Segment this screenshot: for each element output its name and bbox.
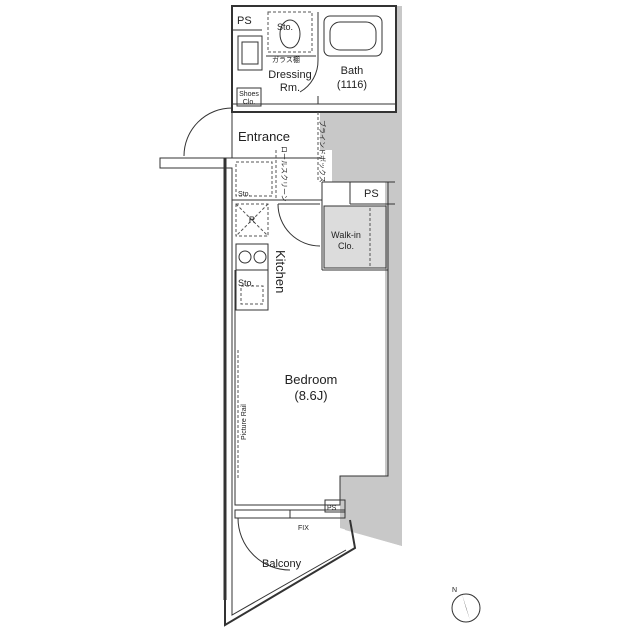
compass-circle — [451, 593, 481, 623]
storage-left — [235, 161, 273, 197]
bathtub-inner — [329, 21, 377, 51]
entrance-door-swing — [183, 107, 233, 157]
bathtub — [323, 15, 383, 57]
label-shoes-1: Shoes — [239, 91, 259, 98]
sink — [240, 285, 264, 305]
shaded-column-left — [320, 112, 395, 182]
label-dressing-2: Rm. — [280, 82, 300, 94]
label-balcony: Balcony — [262, 558, 302, 570]
outer-wall-left — [159, 6, 233, 520]
kitchen-door-swing — [277, 203, 321, 247]
outer-wall-top-block — [231, 5, 397, 113]
label-blind-box: ブラインドボックス — [318, 120, 327, 183]
label-compass-n: N — [452, 587, 457, 594]
balcony-door-swing — [237, 517, 291, 571]
label-entrance: Entrance — [238, 129, 290, 144]
label-kitchen: Kitchen — [273, 250, 288, 293]
label-ps-top: PS — [237, 15, 252, 27]
toilet-sto-box — [267, 11, 313, 53]
ps-bottom-box — [324, 499, 346, 513]
toilet-icon — [279, 19, 301, 49]
washbasin — [237, 35, 263, 71]
fridge-x2 — [235, 203, 269, 237]
fridge — [235, 203, 269, 237]
label-picture-rail: Picture Rail — [241, 404, 248, 440]
washbasin-bowl — [241, 41, 259, 65]
label-fix: FIX — [298, 525, 309, 532]
label-dressing-1: Dressing — [268, 69, 311, 81]
label-sto-top: Sto. — [277, 22, 293, 32]
shoes-closet — [236, 87, 262, 107]
kitchen-counter — [235, 269, 269, 311]
walkin-closet-area — [323, 205, 387, 269]
label-glass-shelf: ガラス棚 — [272, 55, 300, 64]
label-bedroom-1: Bedroom — [285, 372, 338, 387]
label-ps-right: PS — [364, 188, 379, 200]
label-walkin-1: Walk-in — [331, 230, 361, 240]
stove — [235, 243, 269, 271]
burner-right-icon — [253, 250, 267, 264]
label-sto-kitchen: Sto. — [238, 278, 254, 288]
label-roll-screen: ロールスクリーン — [280, 146, 288, 202]
north-arrow-icon — [462, 594, 470, 620]
balcony-outline — [224, 519, 357, 627]
label-bath-2: (1116) — [337, 79, 367, 91]
label-bath-1: Bath — [341, 65, 364, 77]
balcony-rail — [231, 520, 347, 616]
bath-door-swing — [299, 59, 319, 93]
label-shoes-2: Clo. — [243, 99, 256, 106]
label-fridge: R — [249, 215, 256, 225]
label-bedroom-2: (8.6J) — [294, 388, 327, 403]
burner-left-icon — [238, 250, 252, 264]
label-sto-left: Sto. — [238, 191, 251, 198]
label-ps-bottom: PS — [327, 505, 337, 512]
label-walkin-2: Clo. — [338, 241, 354, 251]
